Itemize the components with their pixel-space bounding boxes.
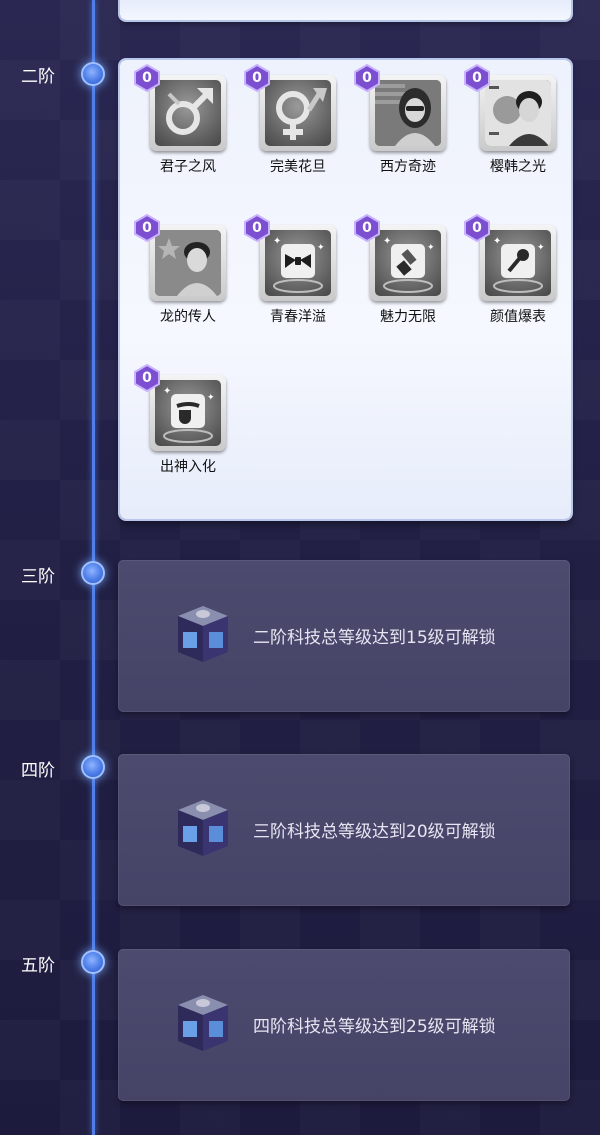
skill-tile[interactable]: 0 龙的传人 [120,210,230,340]
level-badge: 0 [243,64,271,92]
svg-text:✦: ✦ [493,236,501,247]
unlock-requirement: 二阶科技总等级达到15级可解锁 [253,628,496,648]
skill-tile[interactable]: 0 樱韩之光 [450,60,560,190]
female-symbol-icon [265,80,331,146]
skill-frame: ✦ ✦ [150,375,226,451]
skill-frame [370,75,446,151]
microphone-icon: ✦ ✦ [485,230,551,296]
level-badge: 0 [463,64,491,92]
skill-tile[interactable]: 0 西方奇迹 [340,60,450,190]
svg-text:✦: ✦ [273,236,281,247]
tier-node-3 [81,561,105,585]
skill-tile[interactable]: 0 完美花旦 [230,60,340,190]
skill-tile[interactable]: 0 君子之风 [120,60,230,190]
level-badge: 0 [243,214,271,242]
chinese-boy-portrait-icon [155,230,221,296]
tier-5-locked-card[interactable]: 四阶科技总等级达到25级可解锁 [118,949,570,1101]
svg-text:✦: ✦ [317,243,325,253]
skill-frame: ✦ ✦ [260,225,336,301]
skill-frame [260,75,336,151]
locked-chest-icon [168,991,238,1057]
skill-name: 樱韩之光 [490,159,546,175]
skill-name: 龙的传人 [160,309,216,325]
skill-frame [150,225,226,301]
locked-chest-icon [168,602,238,668]
tier-node-5 [81,950,105,974]
tier-node-2 [81,62,105,86]
male-symbol-icon [155,80,221,146]
level-badge: 0 [353,214,381,242]
locked-chest-icon [168,796,238,862]
korean-boy-portrait-icon [485,80,551,146]
svg-text:✦: ✦ [427,243,435,253]
pipe-icon: ✦ ✦ [155,380,221,446]
skill-frame [150,75,226,151]
svg-text:✦: ✦ [383,236,391,247]
skill-name: 魅力无限 [380,309,436,325]
unlock-requirement: 三阶科技总等级达到20级可解锁 [253,822,496,842]
skill-name: 君子之风 [160,159,216,175]
skill-tile[interactable]: ✦ ✦ 0 魅力无限 [340,210,450,340]
svg-text:✦: ✦ [163,386,171,397]
lipstick-icon: ✦ ✦ [375,230,441,296]
tier-label-5: 五阶 [21,956,55,976]
tier-label-2: 二阶 [21,67,55,87]
tier-label-3: 三阶 [21,567,55,587]
western-girl-portrait-icon [375,80,441,146]
tier-4-locked-card[interactable]: 三阶科技总等级达到20级可解锁 [118,754,570,906]
tier-label-4: 四阶 [21,761,55,781]
tier-2-skill-panel: 0 君子之风 0 完美花旦 [120,60,571,519]
svg-text:✦: ✦ [537,243,545,253]
level-badge: 0 [133,214,161,242]
level-badge: 0 [353,64,381,92]
previous-tier-card [120,0,571,20]
skill-frame: ✦ ✦ [370,225,446,301]
skill-tile[interactable]: ✦ ✦ 0 青春洋溢 [230,210,340,340]
level-badge: 0 [133,64,161,92]
tier-node-4 [81,755,105,779]
svg-text:✦: ✦ [207,393,215,403]
level-badge: 0 [463,214,491,242]
skill-name: 颜值爆表 [490,309,546,325]
skill-tile[interactable]: ✦ ✦ 0 颜值爆表 [450,210,560,340]
skill-name: 出神入化 [160,459,216,475]
level-badge: 0 [133,364,161,392]
skill-frame: ✦ ✦ [480,225,556,301]
skill-frame [480,75,556,151]
skill-name: 青春洋溢 [270,309,326,325]
bow-tie-icon: ✦ ✦ [265,230,331,296]
tier-3-locked-card[interactable]: 二阶科技总等级达到15级可解锁 [118,560,570,712]
unlock-requirement: 四阶科技总等级达到25级可解锁 [253,1017,496,1037]
skill-tile[interactable]: ✦ ✦ 0 出神入化 [120,360,230,490]
skill-name: 西方奇迹 [380,159,436,175]
skill-name: 完美花旦 [270,159,326,175]
